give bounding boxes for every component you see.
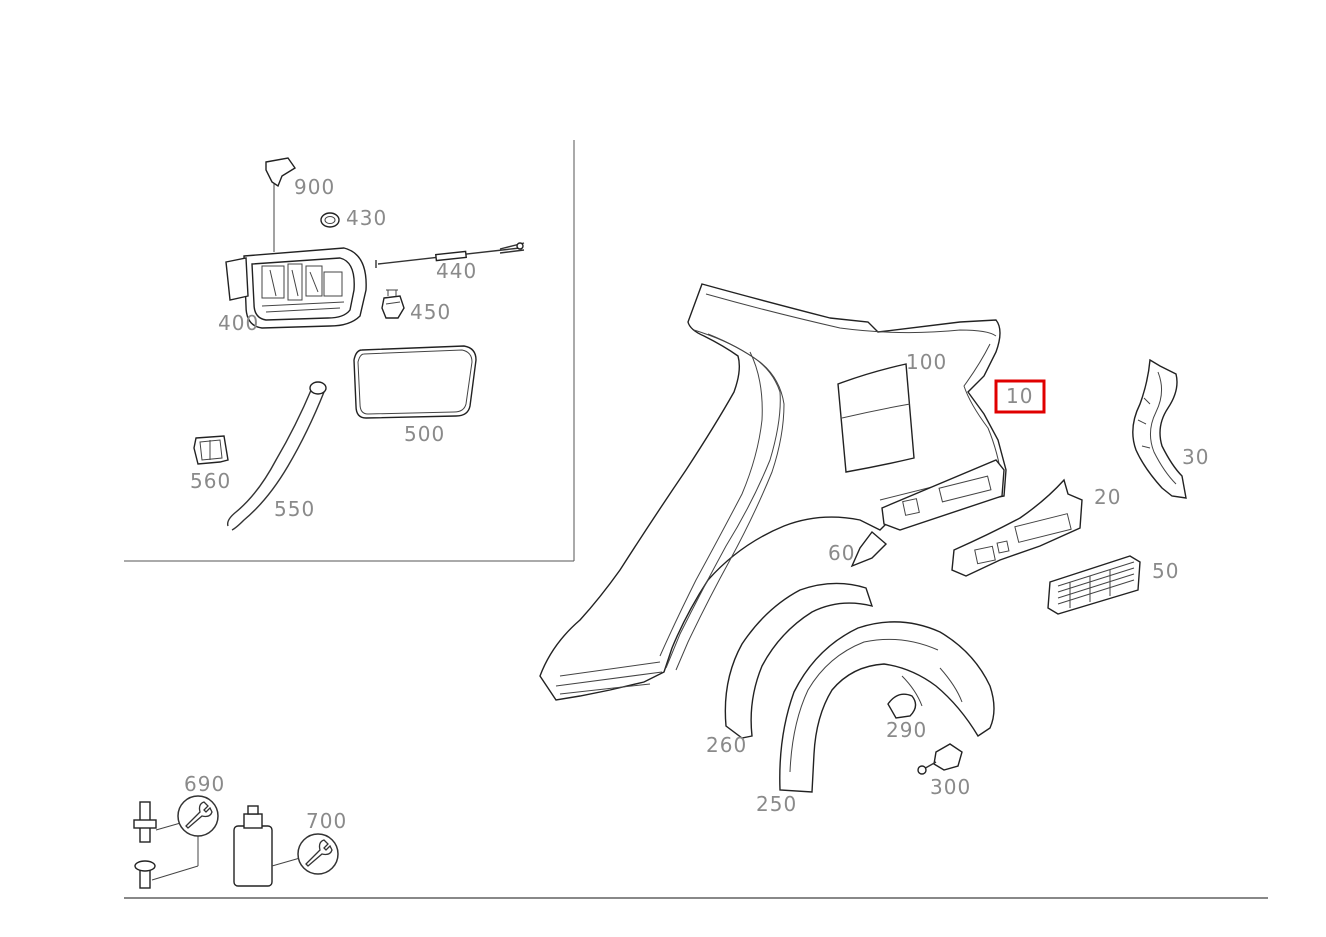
part-290-drawing[interactable]: [887, 693, 917, 719]
part-labels: 900 430 440 400 450 500 560 550 100 10 3…: [184, 175, 1209, 833]
part-label-300[interactable]: 300: [930, 775, 971, 799]
part-label-20[interactable]: 20: [1094, 485, 1121, 509]
part-900-drawing[interactable]: [265, 157, 296, 252]
part-label-10[interactable]: 10: [1006, 384, 1033, 408]
part-label-500[interactable]: 500: [404, 422, 445, 446]
part-440-drawing[interactable]: [375, 242, 525, 268]
part-60-drawing[interactable]: [850, 530, 888, 568]
part-560-drawing[interactable]: [193, 435, 229, 465]
part-label-700[interactable]: 700: [306, 809, 347, 833]
part-10-rail-drawing[interactable]: [881, 459, 1005, 531]
part-50-drawing[interactable]: [1047, 555, 1141, 615]
part-label-690[interactable]: 690: [184, 772, 225, 796]
part-20-drawing[interactable]: [951, 478, 1083, 577]
part-450-drawing[interactable]: [381, 289, 405, 319]
part-label-250[interactable]: 250: [756, 792, 797, 816]
part-label-900[interactable]: 900: [294, 175, 335, 199]
highlight-box-part-10: [994, 379, 1046, 414]
part-label-290[interactable]: 290: [886, 718, 927, 742]
part-700-drawing[interactable]: [233, 805, 301, 887]
inset-frame: [124, 140, 575, 562]
part-label-450[interactable]: 450: [410, 300, 451, 324]
part-label-260[interactable]: 260: [706, 733, 747, 757]
part-label-430[interactable]: 430: [346, 206, 387, 230]
part-300-drawing[interactable]: [917, 743, 963, 775]
part-label-60[interactable]: 60: [828, 541, 855, 565]
part-430-drawing[interactable]: [320, 212, 340, 228]
wrench-icon: [297, 833, 339, 875]
wrench-icon: [177, 795, 219, 837]
part-label-560[interactable]: 560: [190, 469, 231, 493]
part-100-drawing[interactable]: [837, 363, 915, 473]
part-label-440[interactable]: 440: [436, 259, 477, 283]
part-label-400[interactable]: 400: [218, 311, 259, 335]
part-400-drawing[interactable]: [225, 247, 367, 329]
part-30-drawing[interactable]: [1132, 358, 1187, 499]
part-label-30[interactable]: 30: [1182, 445, 1209, 469]
part-550-drawing[interactable]: [226, 381, 327, 531]
part-label-100[interactable]: 100: [906, 350, 947, 374]
part-260-drawing[interactable]: [724, 582, 874, 739]
part-label-50[interactable]: 50: [1152, 559, 1179, 583]
part-label-550[interactable]: 550: [274, 497, 315, 521]
part-250-drawing[interactable]: [779, 621, 995, 793]
part-500-drawing[interactable]: [353, 345, 477, 419]
